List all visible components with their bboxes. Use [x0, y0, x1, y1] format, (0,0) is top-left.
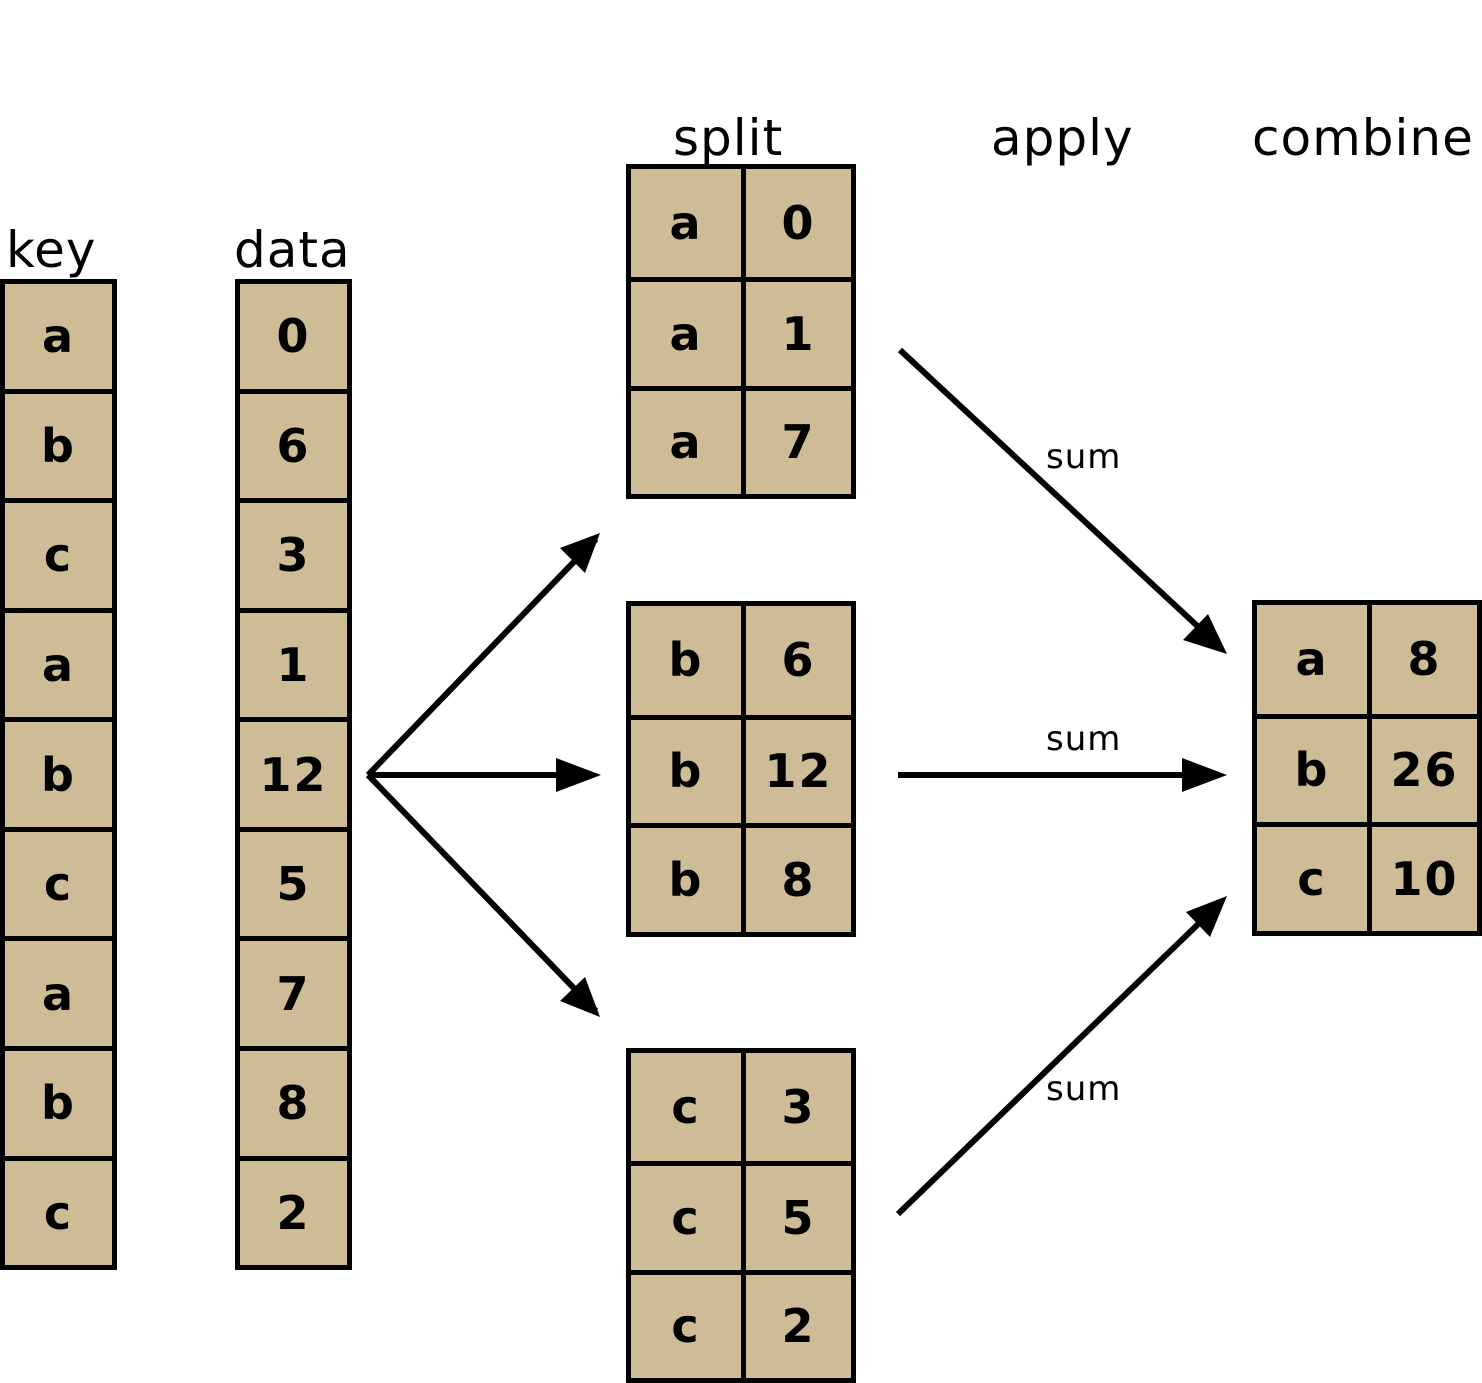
apply-arrowhead-b	[1182, 758, 1227, 792]
apply-arrowhead-c	[1186, 896, 1227, 937]
combined-value-cell: 10	[1367, 822, 1477, 931]
data-cell: 1	[240, 607, 347, 718]
key-cell: c	[5, 498, 112, 608]
split-header: split	[673, 109, 784, 167]
key-cell: b	[5, 717, 112, 827]
split-value-cell: 1	[741, 277, 851, 386]
split-arrowhead-down	[560, 977, 600, 1017]
split-value-cell: 8	[741, 823, 851, 932]
split-arrow-down	[365, 772, 599, 1014]
data-cell: 7	[240, 936, 347, 1046]
key-cell: a	[5, 936, 112, 1046]
key-header: key	[6, 221, 97, 279]
key-cell: b	[5, 1045, 112, 1156]
apply-arrowhead-a	[1183, 614, 1227, 654]
key-cell: b	[5, 388, 112, 499]
split-value-cell: 7	[741, 385, 851, 494]
split-value-cell: 12	[741, 714, 851, 824]
split-value-cell: 0	[741, 169, 851, 278]
apply-label-a: sum	[1046, 437, 1122, 477]
combined-key-cell: c	[1257, 822, 1367, 931]
split-value-cell: 5	[741, 1161, 851, 1270]
apply-arrow-a	[897, 347, 1223, 650]
data-cell: 8	[240, 1045, 347, 1156]
data-cell: 6	[240, 388, 347, 499]
split-value-cell: 3	[741, 1053, 851, 1162]
split-key-cell: c	[671, 1080, 701, 1135]
key-cell: c	[5, 826, 112, 937]
split-arrowhead-up	[560, 533, 600, 573]
data-cell: 5	[240, 826, 347, 937]
apply-label-b: sum	[1046, 719, 1122, 759]
data-cell: 0	[276, 309, 311, 364]
combined-value-cell: 8	[1367, 605, 1477, 714]
split-key-cell: c	[631, 1161, 741, 1269]
split-value-cell: 2	[741, 1269, 851, 1378]
apply-arrow-c	[895, 900, 1223, 1217]
apply-header: apply	[991, 109, 1134, 167]
split-key-cell: a	[631, 277, 741, 385]
data-cell: 12	[240, 717, 347, 827]
combine-header: combine	[1252, 109, 1474, 167]
split-key-cell: c	[631, 1269, 741, 1378]
split-key-cell: b	[631, 823, 741, 932]
data-cell: 2	[240, 1155, 347, 1266]
split-key-cell: a	[669, 196, 703, 251]
split-arrow-up	[365, 536, 599, 778]
combined-key-cell: b	[1257, 713, 1367, 823]
combined-value-cell: 26	[1367, 713, 1477, 823]
split-value-cell: 6	[741, 606, 851, 715]
data-header: data	[234, 221, 351, 279]
apply-label-c: sum	[1046, 1069, 1122, 1109]
split-key-cell: b	[631, 714, 741, 824]
split-key-cell: a	[631, 385, 741, 494]
key-cell: a	[41, 309, 76, 364]
combined-key-cell: a	[1295, 632, 1329, 687]
key-cell: a	[5, 607, 112, 718]
split-key-cell: b	[668, 633, 704, 688]
key-cell: c	[5, 1155, 112, 1266]
data-cell: 3	[240, 498, 347, 608]
split-arrowhead-mid	[556, 758, 601, 792]
